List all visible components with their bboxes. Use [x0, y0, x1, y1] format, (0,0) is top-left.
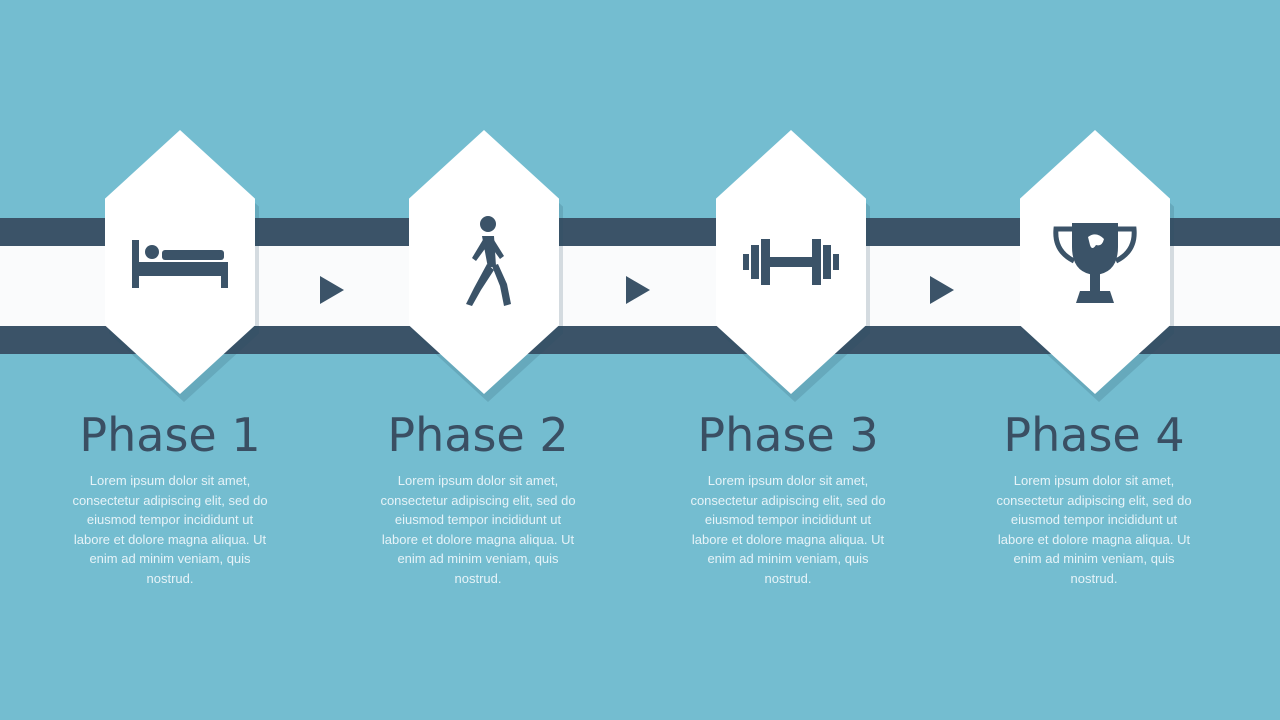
phase-2-caption: Phase 2 Lorem ipsum dolor sit amet, cons… [328, 405, 628, 588]
walking-person-icon [434, 212, 534, 312]
phase-description: Lorem ipsum dolor sit amet, consectetur … [690, 473, 886, 586]
phase-3-caption: Phase 3 Lorem ipsum dolor sit amet, cons… [638, 405, 938, 588]
phase-description: Lorem ipsum dolor sit amet, consectetur … [380, 473, 576, 586]
phase-description: Lorem ipsum dolor sit amet, consectetur … [996, 473, 1192, 586]
arrow-3-to-4 [930, 276, 954, 304]
trophy-icon [1045, 212, 1145, 312]
arrow-1-to-2 [320, 276, 344, 304]
phase-title: Phase 1 [79, 408, 261, 462]
phase-title: Phase 4 [1003, 408, 1185, 462]
phase-title: Phase 3 [697, 408, 879, 462]
phase-description: Lorem ipsum dolor sit amet, consectetur … [72, 473, 268, 586]
bed-icon [130, 212, 230, 312]
dumbbell-icon [741, 212, 841, 312]
arrow-2-to-3 [626, 276, 650, 304]
phase-1-caption: Phase 1 Lorem ipsum dolor sit amet, cons… [20, 405, 320, 588]
phase-title: Phase 2 [387, 408, 569, 462]
phase-4-caption: Phase 4 Lorem ipsum dolor sit amet, cons… [944, 405, 1244, 588]
